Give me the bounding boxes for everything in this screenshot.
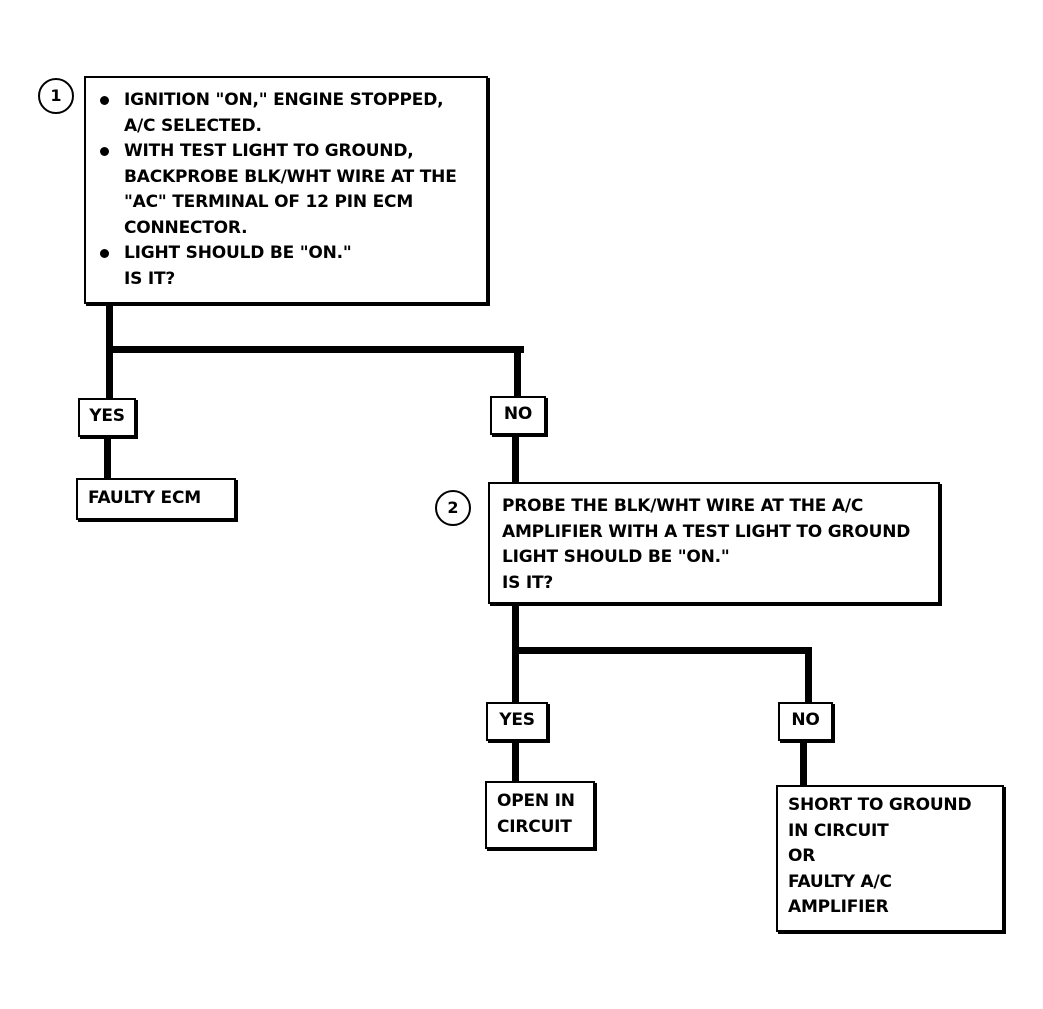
- connector-branch2-horizontal: [512, 647, 812, 654]
- connector-no2-to-result: [800, 739, 807, 787]
- bullet-icon: [100, 249, 109, 258]
- step1-no-label: NO: [490, 396, 546, 435]
- connector-branch1-horizontal: [106, 346, 524, 353]
- bullet-icon: [100, 96, 109, 105]
- step1-box: IGNITION "ON," ENGINE STOPPED, A/C SELEC…: [84, 76, 488, 304]
- step1-instruction-text: WITH TEST LIGHT TO GROUND, BACKPROBE BLK…: [124, 141, 457, 238]
- connector-branch2-no-down: [805, 647, 812, 705]
- step1-instruction: LIGHT SHOULD BE "ON.": [98, 241, 474, 267]
- connector-no1-to-step2: [512, 434, 519, 484]
- step1-yes-label: YES: [78, 398, 136, 437]
- connector-branch1-no-down: [514, 346, 521, 398]
- step1-instruction-text: LIGHT SHOULD BE "ON.": [124, 243, 352, 263]
- step1-question: IS IT?: [124, 268, 176, 289]
- result-open-in-circuit: OPEN IN CIRCUIT: [485, 781, 595, 849]
- connector-yes1-to-result: [104, 436, 111, 480]
- bullet-icon: [100, 147, 109, 156]
- step1-instruction: IGNITION "ON," ENGINE STOPPED, A/C SELEC…: [98, 88, 474, 139]
- step2-question: IS IT?: [502, 572, 554, 593]
- step1-instruction: WITH TEST LIGHT TO GROUND, BACKPROBE BLK…: [98, 139, 474, 241]
- step2-box: PROBE THE BLK/WHT WIRE AT THE A/C AMPLIF…: [488, 482, 940, 604]
- step-number-1: 1: [38, 78, 74, 114]
- result-faulty-ecm: FAULTY ECM: [76, 478, 236, 520]
- connector-yes2-to-result: [512, 739, 519, 783]
- step2-yes-label: YES: [486, 702, 548, 741]
- step1-instructions: IGNITION "ON," ENGINE STOPPED, A/C SELEC…: [98, 88, 474, 267]
- connector-step2-down: [512, 603, 519, 705]
- step1-instruction-text: IGNITION "ON," ENGINE STOPPED, A/C SELEC…: [124, 90, 444, 136]
- result-short-or-faulty-amplifier: SHORT TO GROUND IN CIRCUIT OR FAULTY A/C…: [776, 785, 1004, 932]
- step-number-2: 2: [435, 490, 471, 526]
- step2-instruction: PROBE THE BLK/WHT WIRE AT THE A/C AMPLIF…: [502, 496, 911, 567]
- step2-no-label: NO: [778, 702, 833, 741]
